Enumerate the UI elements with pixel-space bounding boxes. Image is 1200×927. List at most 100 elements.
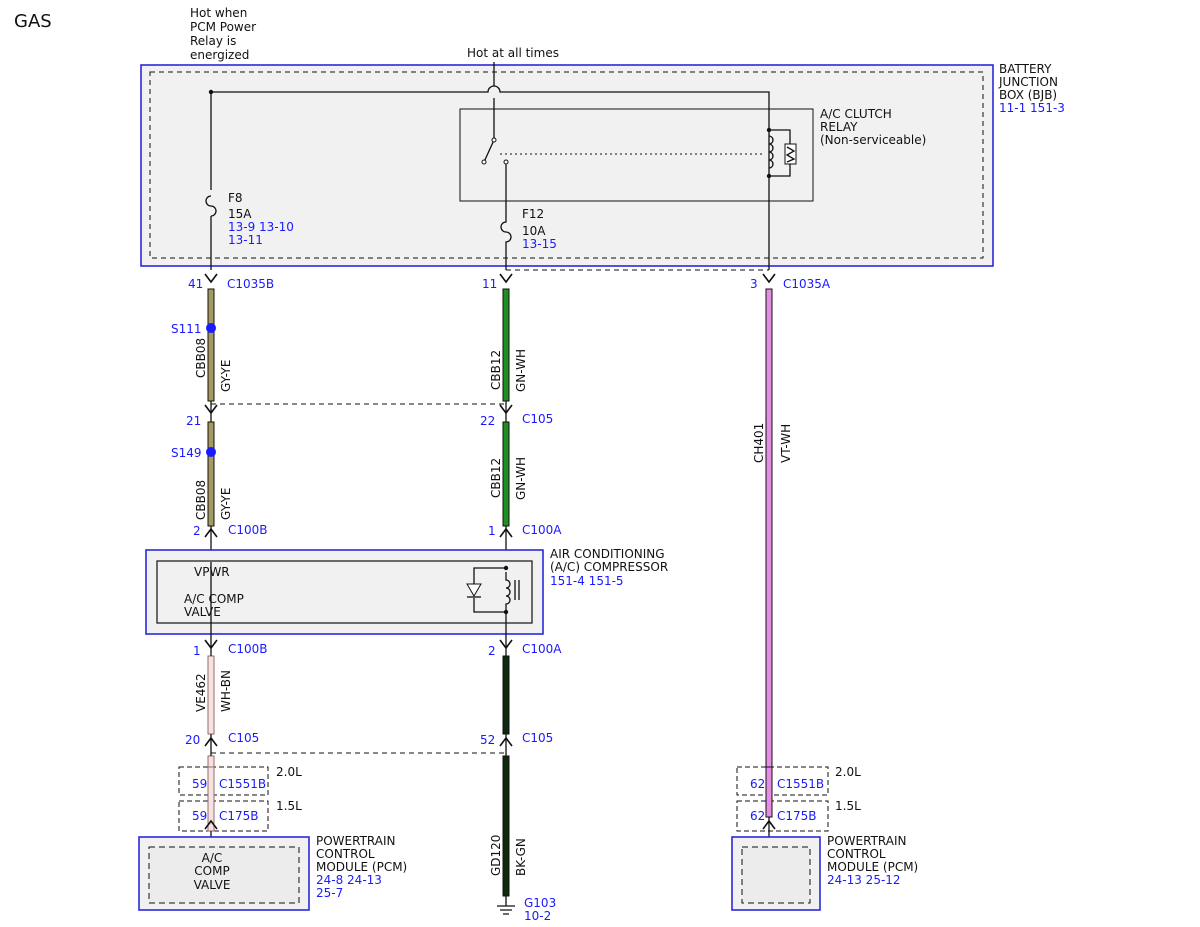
- svg-text:13-15: 13-15: [522, 237, 557, 251]
- pcm-right-label: POWERTRAIN CONTROL MODULE (PCM) 24-13 25…: [827, 834, 918, 887]
- label-g103: G103: [524, 896, 556, 910]
- fuse-f12-label: F12 10A 13-15: [522, 207, 557, 251]
- svg-text:BATTERY: BATTERY: [999, 62, 1052, 76]
- relay-switch-blade: [483, 139, 495, 163]
- label-c175b-left: C175B: [219, 809, 259, 823]
- pin-c175b-left: 59: [192, 809, 207, 823]
- pin-c1551b-right: 62: [750, 777, 765, 791]
- pin-c1035a-mid: 11: [482, 277, 497, 291]
- wire-gd120-lower: [502, 755, 510, 897]
- label-c175b-right: C175B: [777, 809, 817, 823]
- label-c105-lower-right: C105: [522, 731, 553, 745]
- svg-text:13-9 13-10: 13-9 13-10: [228, 220, 294, 234]
- svg-text:11-1 151-3: 11-1 151-3: [999, 101, 1065, 115]
- pin-c105-lower-left: 20: [185, 733, 200, 747]
- compressor-vpwr-label: VPWR: [194, 565, 230, 579]
- wire-cbb12-upper: [502, 288, 510, 402]
- engine-20-left: 2.0L: [276, 765, 302, 779]
- svg-text:POWERTRAIN: POWERTRAIN: [827, 834, 907, 848]
- pin-c175b-right: 62: [750, 809, 765, 823]
- svg-text:JUNCTION: JUNCTION: [998, 75, 1058, 89]
- connector-c175b-right-box: [736, 800, 829, 832]
- svg-text:RELAY: RELAY: [820, 120, 858, 134]
- note-hot-pcm-relay: Hot when PCM Power Relay is energized: [190, 6, 256, 62]
- label-c1035b: C1035B: [227, 277, 274, 291]
- connector-c175b-left-box: [178, 800, 269, 832]
- svg-text:BOX (BJB): BOX (BJB): [999, 88, 1057, 102]
- wire-label-cbb08-lower-color: GY-YE: [219, 488, 233, 520]
- connector-c105-lower-left-arrows: [204, 734, 218, 756]
- wire-label-cbb08-lower-circuit: CBB08: [194, 480, 208, 520]
- svg-text:energized: energized: [190, 48, 249, 62]
- bjb-inner-outline: [149, 71, 984, 259]
- svg-text:A/C: A/C: [202, 851, 223, 865]
- wire-label-gd120-color: BK-GN: [514, 838, 528, 876]
- svg-text:13-11: 13-11: [228, 233, 263, 247]
- label-c100b-bottom: C100B: [228, 642, 268, 656]
- connector-c105-lower-right-arrows: [499, 734, 513, 756]
- pin-c105-upper-left: 21: [186, 414, 201, 428]
- connector-pcm-right-arrow: [762, 817, 776, 838]
- connector-c1551b-left-box: [178, 766, 269, 796]
- relay-coil-icon: [766, 127, 797, 179]
- compressor-valve-outline: [156, 560, 533, 624]
- svg-text:A/C CLUTCH: A/C CLUTCH: [820, 107, 892, 121]
- engine-20-right: 2.0L: [835, 765, 861, 779]
- svg-text:10A: 10A: [522, 224, 546, 238]
- svg-text:F12: F12: [522, 207, 544, 221]
- relay-label: A/C CLUTCH RELAY (Non-serviceable): [820, 107, 926, 147]
- pin-c105-upper-right: 22: [480, 414, 495, 428]
- label-c105-upper: C105: [522, 412, 553, 426]
- connector-c1035a-arrow: [762, 273, 776, 284]
- label-s111: S111: [171, 322, 202, 336]
- wire-ch401: [765, 288, 773, 810]
- note-hot-at-all-times: Hot at all times: [467, 46, 559, 60]
- svg-text:CONTROL: CONTROL: [316, 847, 375, 861]
- wire-label-ve462-color: WH-BN: [219, 670, 233, 712]
- svg-text:CONTROL: CONTROL: [827, 847, 886, 861]
- splice-s111: [206, 323, 216, 333]
- pin-c100a-bottom: 2: [488, 644, 496, 658]
- label-c100a-top: C100A: [522, 523, 562, 537]
- pcm-left-inner-label: A/C COMP VALVE: [194, 851, 231, 892]
- pin-c100a-top: 1: [488, 524, 496, 538]
- splice-s149: [206, 447, 216, 457]
- wire-ve462-upper: [207, 655, 215, 735]
- connector-c1035b-arrow: [204, 273, 218, 284]
- svg-text:24-13 25-12: 24-13 25-12: [827, 873, 901, 887]
- compressor-valve-label-2: VALVE: [184, 605, 221, 619]
- svg-text:25-7: 25-7: [316, 886, 343, 900]
- pin-c100b-top: 2: [193, 524, 201, 538]
- label-c100a-bottom: C100A: [522, 642, 562, 656]
- page-title: GAS: [14, 11, 52, 32]
- wire-label-gd120-circuit: GD120: [489, 835, 503, 876]
- wire-label-cbb12-upper-color: GN-WH: [514, 349, 528, 392]
- wire-cbb08-upper: [207, 288, 215, 402]
- label-s149: S149: [171, 446, 202, 460]
- connector-c1551b-right-box: [736, 766, 829, 796]
- svg-text:COMP: COMP: [194, 864, 229, 878]
- pin-c1035b: 41: [188, 277, 203, 291]
- connector-c105-upper-right-arrows: [499, 401, 513, 422]
- wire-relay-coil-feed: [211, 85, 770, 270]
- pin-c105-lower-right: 52: [480, 733, 495, 747]
- connector-c105-upper-left-arrows: [204, 401, 218, 422]
- wire-cbb12-lower: [502, 421, 510, 527]
- pcm-right-inner: [741, 846, 811, 904]
- svg-text:AIR CONDITIONING: AIR CONDITIONING: [550, 547, 665, 561]
- label-c1551b-right: C1551B: [777, 777, 824, 791]
- relay-contact: [481, 159, 487, 165]
- bjb-label: BATTERY JUNCTION BOX (BJB) 11-1 151-3: [998, 62, 1065, 115]
- svg-text:VALVE: VALVE: [194, 878, 231, 892]
- fuse-f12-icon: [500, 205, 512, 270]
- wire-label-ve462-circuit: VE462: [194, 673, 208, 712]
- svg-text:15A: 15A: [228, 207, 252, 221]
- pin-c100b-bottom: 1: [193, 644, 201, 658]
- connector-c1035a-mid-arrow: [499, 273, 513, 284]
- wire-label-cbb08-upper-circuit: CBB08: [194, 338, 208, 378]
- svg-text:Hot when: Hot when: [190, 6, 247, 20]
- wire-ch401-pcm: [765, 766, 773, 818]
- wire-label-cbb12-lower-circuit: CBB12: [489, 458, 503, 498]
- wire-cbb08-lower: [207, 421, 215, 527]
- svg-text:(A/C) COMPRESSOR: (A/C) COMPRESSOR: [550, 560, 668, 574]
